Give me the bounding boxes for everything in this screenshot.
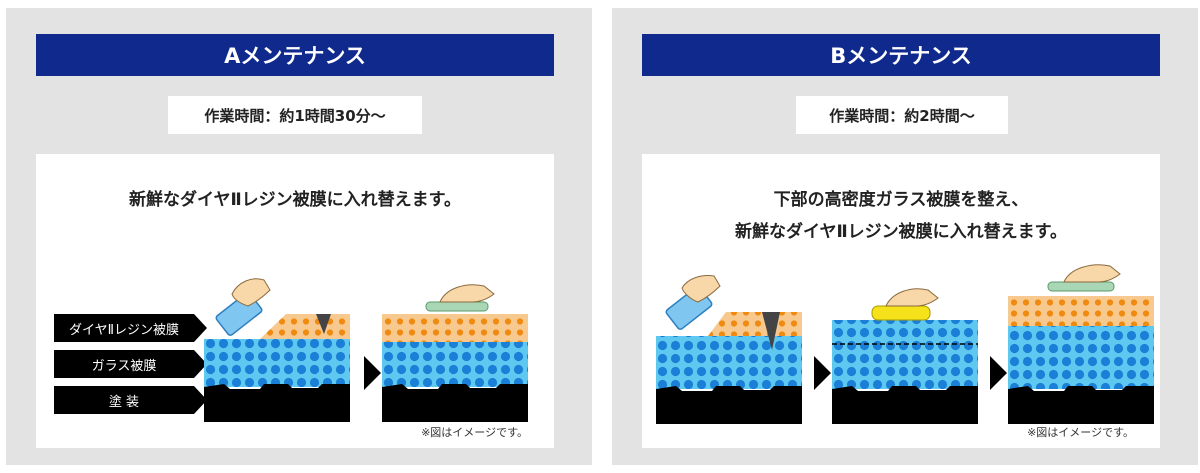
- panel-a-after-illustration: [382, 284, 528, 422]
- panel-b-description-line-2: 新鮮なダイヤⅡレジン被膜に入れ替えます。: [735, 222, 1067, 242]
- legend-paint: 塗 装: [54, 386, 207, 414]
- yellow-pad-icon: [871, 305, 931, 321]
- legend-glass-coating: ガラス被膜: [54, 350, 207, 378]
- panel-b-title: Bメンテナンス: [642, 34, 1160, 76]
- green-pad-icon: [1047, 281, 1115, 292]
- green-pad-icon: [425, 301, 489, 312]
- panel-b-work-time: 作業時間：約2時間～: [796, 96, 1008, 134]
- panel-b-stage-3-illustration: [1008, 264, 1154, 424]
- legend-resin-coating: ダイヤⅡレジン被膜: [54, 314, 207, 342]
- panel-a-arrow-icon: [364, 356, 381, 390]
- panel-a-note: ※図はイメージです。: [421, 426, 528, 439]
- panel-b-description-line-1: 下部の高密度ガラス被膜を整え、: [773, 190, 1029, 210]
- hand-icon: [439, 284, 495, 303]
- panel-b-maintenance: Bメンテナンス 作業時間：約2時間～ 下部の高密度ガラス被膜を整え、 新鮮なダイ…: [612, 8, 1198, 465]
- panel-a-title: Aメンテナンス: [36, 34, 554, 76]
- panel-a-before-illustration: [204, 278, 350, 422]
- panel-a-work-time: 作業時間：約1時間30分～: [168, 96, 422, 134]
- panel-a-description: 新鮮なダイヤⅡレジン被膜に入れ替えます。: [129, 190, 461, 210]
- hand-icon: [1063, 264, 1121, 283]
- panel-b-arrow-2-icon: [990, 356, 1007, 390]
- panel-b-content: 下部の高密度ガラス被膜を整え、 新鮮なダイヤⅡレジン被膜に入れ替えます。: [642, 154, 1160, 448]
- panel-a-maintenance: Aメンテナンス 作業時間：約1時間30分～ 新鮮なダイヤⅡレジン被膜に入れ替えま…: [6, 8, 592, 465]
- panel-b-stage-1-illustration: [656, 275, 802, 424]
- panel-b-note: ※図はイメージです。: [1027, 426, 1134, 439]
- panel-b-stage-2-illustration: [832, 288, 978, 424]
- panel-b-arrow-1-icon: [814, 356, 831, 390]
- panel-a-content: 新鮮なダイヤⅡレジン被膜に入れ替えます。 ダイヤⅡレジン被膜 ガラス被膜 塗 装: [36, 154, 554, 448]
- hand-icon: [231, 278, 271, 307]
- hand-icon: [681, 275, 721, 303]
- hand-icon: [885, 288, 939, 307]
